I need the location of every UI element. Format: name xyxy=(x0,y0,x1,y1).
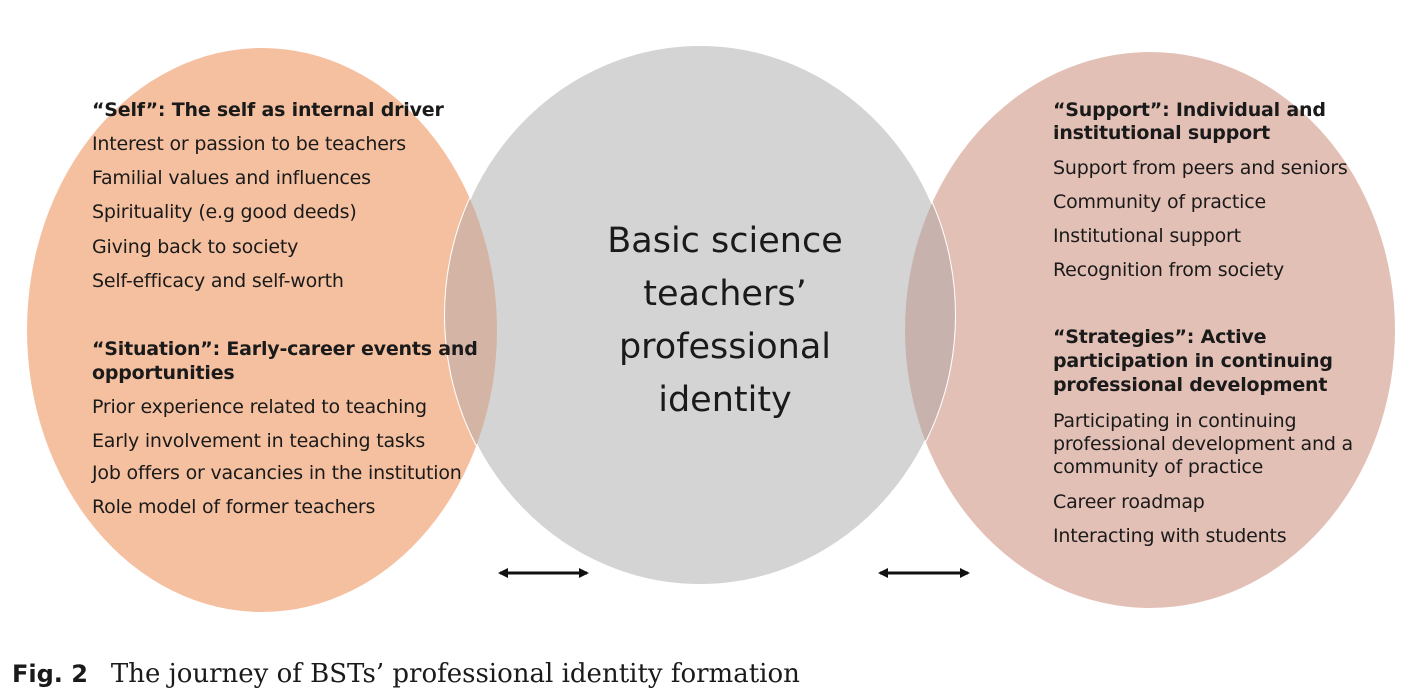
situation-item: Early involvement in teaching tasks xyxy=(92,430,426,452)
support-item: Community of practice xyxy=(1053,191,1266,213)
self-heading: “Self”: The self as internal driver xyxy=(92,99,444,121)
figure-caption: Fig. 2 The journey of BSTs’ professional… xyxy=(12,656,800,691)
situation-item: Prior experience related to teaching xyxy=(92,396,427,418)
support-item: Institutional support xyxy=(1053,225,1241,247)
figure-label: Fig. 2 xyxy=(12,660,88,688)
strategies-heading-line: professional development xyxy=(1053,374,1328,396)
center-title: Basic science teachers’ professional ide… xyxy=(560,215,890,427)
self-item: Spirituality (e.g good deeds) xyxy=(92,201,357,223)
situation-item: Job offers or vacancies in the instituti… xyxy=(92,462,462,484)
situation-item: Role model of former teachers xyxy=(92,496,376,518)
left-circle xyxy=(27,48,497,612)
center-title-line: identity xyxy=(658,380,792,420)
support-heading-line: institutional support xyxy=(1053,122,1271,144)
center-title-line: Basic science xyxy=(607,221,843,261)
situation-heading-line: “Situation”: Early-career events and xyxy=(92,338,478,360)
situation-heading-line: opportunities xyxy=(92,362,235,384)
strategies-item: Career roadmap xyxy=(1053,491,1205,513)
self-item: Familial values and influences xyxy=(92,167,371,189)
strategies-item-line: Participating in continuing xyxy=(1053,410,1297,432)
support-item: Recognition from society xyxy=(1053,259,1285,281)
strategies-heading-line: participation in continuing xyxy=(1053,350,1333,372)
self-item: Interest or passion to be teachers xyxy=(92,133,406,155)
center-title-line: professional xyxy=(618,327,832,367)
strategies-heading-line: “Strategies”: Active xyxy=(1053,326,1267,348)
strategies-item-line: professional development and a xyxy=(1053,433,1353,455)
self-item: Self-efficacy and self-worth xyxy=(92,270,344,292)
strategies-item-line: community of practice xyxy=(1053,456,1264,478)
strategies-item: Interacting with students xyxy=(1053,525,1287,547)
figure-caption-text: The journey of BSTs’ professional identi… xyxy=(110,659,800,689)
center-title-line: teachers’ xyxy=(643,274,807,314)
support-item: Support from peers and seniors xyxy=(1053,157,1348,179)
right-circle xyxy=(905,52,1395,608)
venn-diagram xyxy=(27,44,1395,612)
support-heading-line: “Support”: Individual and xyxy=(1053,99,1326,121)
self-item: Giving back to society xyxy=(92,236,299,258)
